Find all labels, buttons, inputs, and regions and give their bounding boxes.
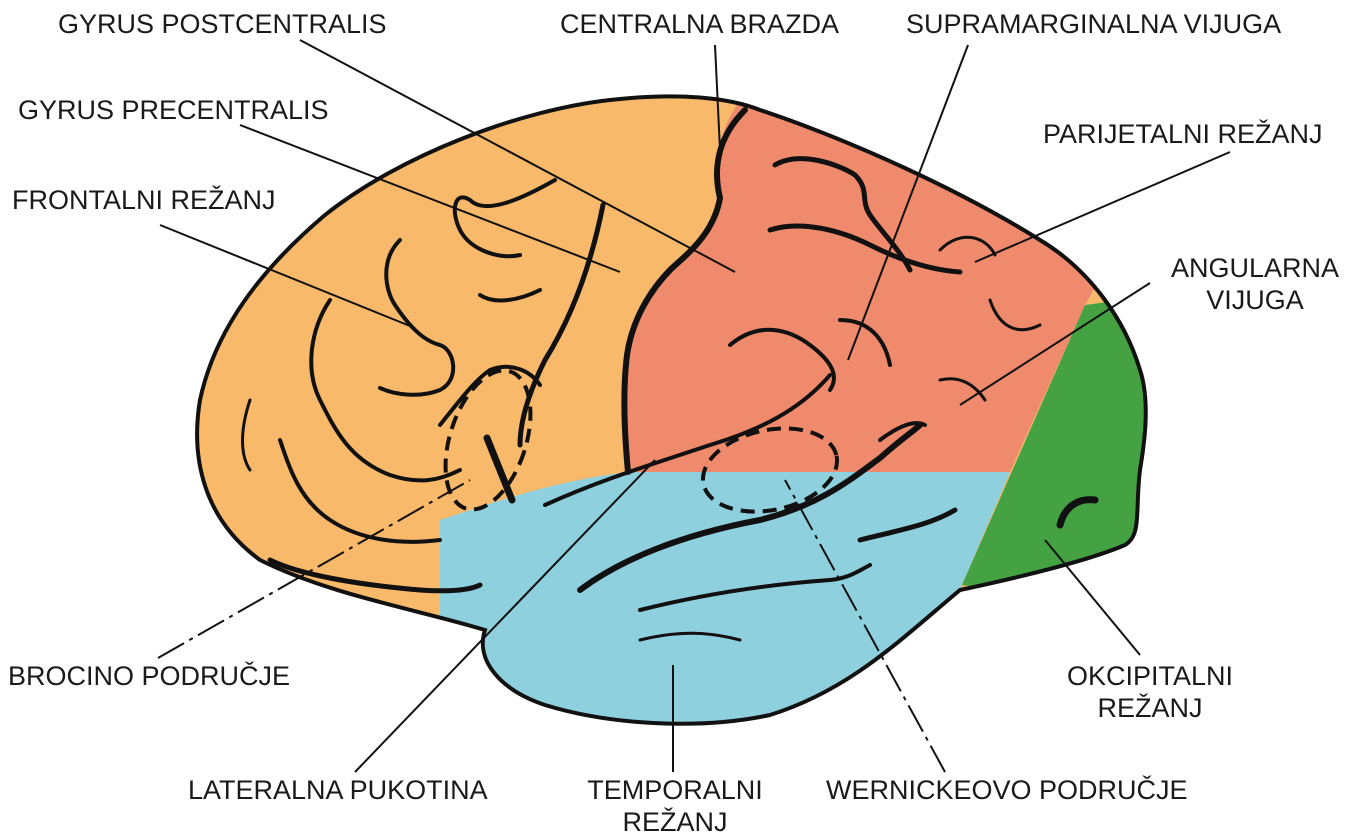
- label-angularna-vijuga: ANGULARNA VIJUGA: [1160, 252, 1350, 316]
- label-brocino-podrucje: BROCINO PODRUČJE: [8, 660, 290, 692]
- label-temporalni-rezanj: TEMPORALNI REŽANJ: [570, 774, 780, 838]
- label-wernickeovo-podrucje: WERNICKEOVO PODRUČJE: [826, 774, 1188, 806]
- label-angularna-line-1: ANGULARNA: [1160, 252, 1350, 284]
- label-okcipitalni-rezanj: OKCIPITALNI REŽANJ: [1040, 660, 1260, 724]
- label-angularna-line-2: VIJUGA: [1160, 284, 1350, 316]
- label-gyrus-postcentralis: GYRUS POSTCENTRALIS: [58, 8, 387, 40]
- label-lateralna-pukotina: LATERALNA PUKOTINA: [188, 774, 488, 806]
- temporal-lobe-region: [440, 472, 1010, 760]
- label-supramarginalna-vijuga: SUPRAMARGINALNA VIJUGA: [906, 8, 1281, 40]
- label-temporalni-line-2: REŽANJ: [570, 806, 780, 838]
- label-frontalni-rezanj: FRONTALNI REŽANJ: [12, 184, 276, 216]
- label-parijetalni-rezanj: PARIJETALNI REŽANJ: [1043, 118, 1323, 150]
- label-temporalni-line-1: TEMPORALNI: [570, 774, 780, 806]
- label-centralna-brazda: CENTRALNA BRAZDA: [560, 8, 839, 40]
- label-okcipitalni-line-1: OKCIPITALNI: [1040, 660, 1260, 692]
- leader-parijetalni: [975, 152, 1230, 262]
- label-gyrus-precentralis: GYRUS PRECENTRALIS: [18, 94, 329, 126]
- label-okcipitalni-line-2: REŽANJ: [1040, 692, 1260, 724]
